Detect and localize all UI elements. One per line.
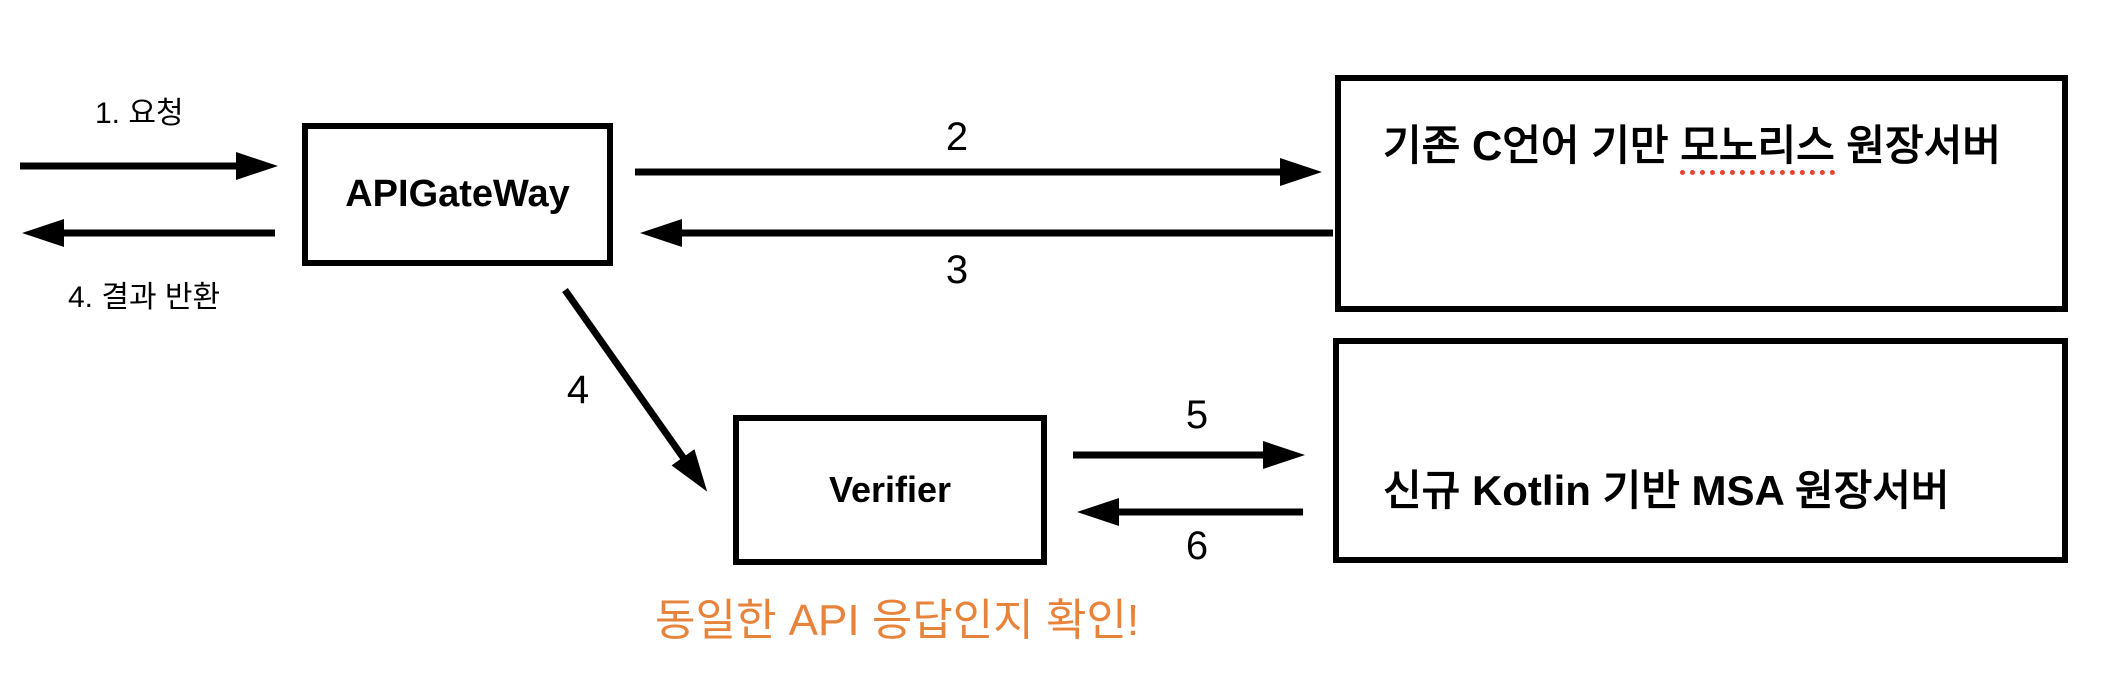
- label-request: 1. 요청: [95, 97, 184, 130]
- label-step-3: 3: [945, 248, 969, 292]
- label-step-4: 4: [566, 368, 590, 412]
- label-step-5: 5: [1185, 393, 1209, 437]
- node-api-gateway-label: APIGateWay: [345, 173, 570, 215]
- legacy-label-prefix: 기존 C언어 기만: [1383, 122, 1681, 169]
- node-legacy-server: 기존 C언어 기만 모노리스 원장서버: [1335, 75, 2068, 312]
- label-result-return: 4. 결과 반환: [68, 281, 221, 314]
- annotation-same-api-response: 동일한 API 응답인지 확인!: [655, 596, 1140, 645]
- node-msa-server-label: 신규 Kotlin 기반 MSA 원장서버: [1383, 467, 1950, 514]
- label-step-2: 2: [945, 115, 969, 159]
- legacy-label-underlined-word: 모노리스: [1680, 122, 1835, 175]
- node-api-gateway: APIGateWay: [302, 123, 613, 266]
- legacy-label-suffix: 원장서버: [1834, 122, 2001, 169]
- node-msa-server: 신규 Kotlin 기반 MSA 원장서버: [1333, 338, 2068, 563]
- node-legacy-server-label: 기존 C언어 기만 모노리스 원장서버: [1383, 121, 2001, 306]
- node-verifier-label: Verifier: [828, 469, 952, 510]
- node-verifier: Verifier: [733, 415, 1047, 565]
- label-step-6: 6: [1185, 524, 1209, 568]
